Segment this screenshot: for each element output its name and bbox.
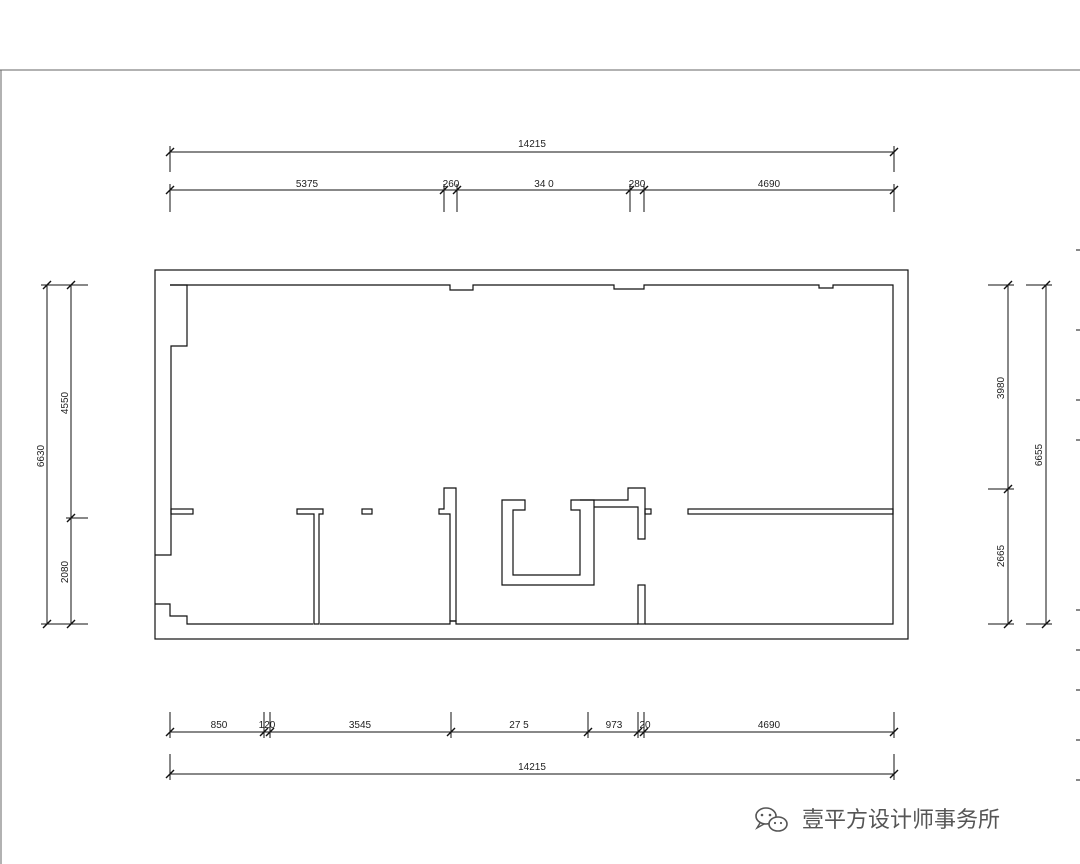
outer-wall xyxy=(154,269,909,640)
dim-label: 34 0 xyxy=(534,179,554,190)
left-segment-dimension: 4550 2080 xyxy=(60,280,88,629)
inner-top-wall xyxy=(170,284,894,625)
dim-label: 5375 xyxy=(296,179,319,190)
dim-label: 4690 xyxy=(758,720,781,731)
edge-marks xyxy=(1076,249,1080,781)
partition-wall xyxy=(637,584,646,625)
core-wall-extension xyxy=(580,487,646,540)
dim-label: 6630 xyxy=(36,444,47,467)
dim-label: 6655 xyxy=(1034,443,1045,466)
floor-plan-walls xyxy=(154,269,909,640)
right-segment-dimension: 3980 2665 xyxy=(988,280,1014,629)
dim-label: 850 xyxy=(211,720,228,731)
inner-bottom-wall xyxy=(320,620,638,625)
top-total-dimension: 14215 xyxy=(165,139,899,172)
dim-label: 260 xyxy=(443,179,460,190)
partition-wall xyxy=(438,487,457,622)
dim-label: 27 5 xyxy=(509,720,529,731)
partition-wall xyxy=(296,508,324,625)
dim-label: 2080 xyxy=(60,560,71,583)
dim-label: 14215 xyxy=(518,139,546,150)
inner-left-wall-lower xyxy=(155,603,313,625)
watermark-text: 壹平方设计师事务所 xyxy=(802,808,1000,833)
top-segment-dimension: 5375 260 34 0 280 4690 xyxy=(165,179,899,212)
dim-label: 20 xyxy=(639,720,651,731)
dim-label: 3980 xyxy=(996,376,1007,399)
dim-label: 120 xyxy=(259,720,276,731)
dim-label: 3545 xyxy=(349,720,372,731)
dim-label: 4690 xyxy=(758,179,781,190)
dim-label: 280 xyxy=(629,179,646,190)
partition-wall xyxy=(687,508,894,515)
wall-stub xyxy=(170,508,194,515)
dim-label: 2665 xyxy=(996,544,1007,567)
left-total-dimension: 6630 xyxy=(36,280,66,629)
dim-label: 973 xyxy=(606,720,623,731)
core-walls xyxy=(501,499,595,586)
column xyxy=(361,508,373,515)
watermark: 壹平方设计师事务所 xyxy=(755,807,1000,833)
bottom-segment-dimension: 850 120 3545 27 5 973 20 4690 xyxy=(165,712,899,738)
dim-label: 4550 xyxy=(60,391,71,414)
right-total-dimension: 6655 xyxy=(1026,280,1052,629)
wechat-icon xyxy=(755,807,788,832)
inner-left-wall xyxy=(155,284,188,556)
wall-stub xyxy=(644,508,652,515)
bottom-total-dimension: 14215 xyxy=(165,754,899,780)
dim-label: 14215 xyxy=(518,762,546,773)
